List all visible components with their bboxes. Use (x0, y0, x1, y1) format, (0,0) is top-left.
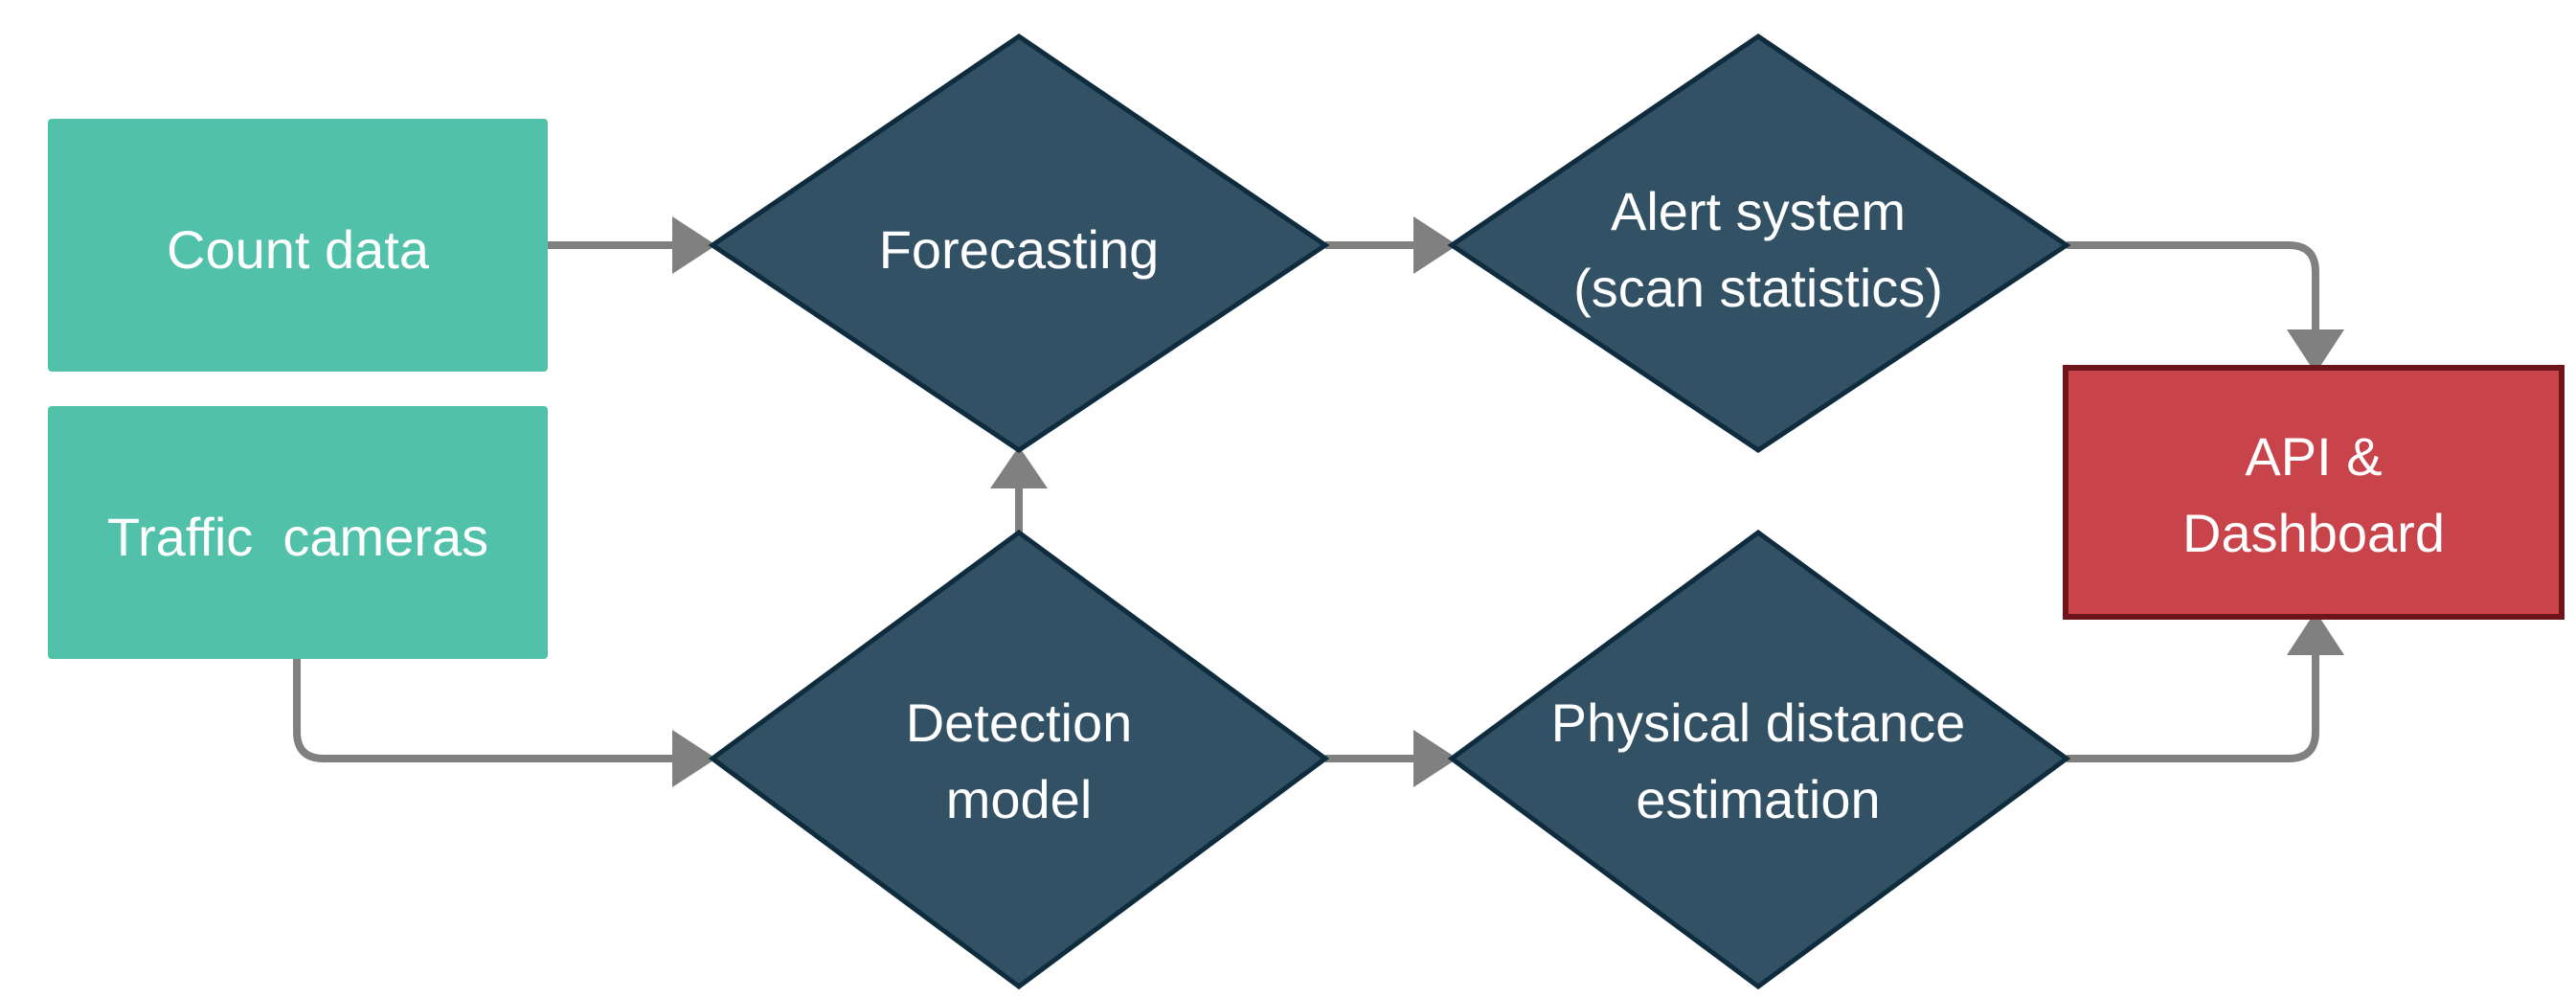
node-api-dashboard: API & Dashboard (2063, 365, 2565, 620)
traffic-cameras-label-line-1: Traffic cameras (107, 507, 488, 567)
alert-system-label-line-1: Alert system (1611, 181, 1906, 241)
edge-alert-to-api (2067, 241, 2319, 329)
arrowhead-alert-left (1413, 216, 1457, 274)
forecasting-label-line-1: Forecasting (879, 219, 1160, 280)
api-dashboard-label-line-1: API & (2245, 426, 2382, 487)
count-data-label: Count data (167, 219, 430, 280)
detection-model-label-line-1: Detection (906, 692, 1133, 753)
arrowhead-detection-left (672, 730, 716, 787)
forecasting-label: Forecasting (879, 219, 1160, 280)
api-dashboard-label-line-2: Dashboard (2182, 503, 2445, 563)
edge-physical-to-api (2067, 651, 2319, 762)
edge-traffic-cameras-to-detection (293, 653, 682, 762)
traffic-cameras-box (48, 406, 548, 659)
count-data-box (48, 119, 548, 372)
alert-system-label-line-2: (scan statistics) (1573, 258, 1943, 318)
detection-model-label-line-2: model (946, 769, 1093, 829)
node-forecasting: Forecasting (708, 33, 1330, 454)
physical-distance-label-line-1: Physical distance (1551, 692, 1966, 753)
arrowhead-api-bottom (2287, 611, 2344, 655)
forecasting-diamond (708, 33, 1330, 454)
alert-system-label: Alert system (scan statistics) (1573, 181, 1943, 318)
alert-system-diamond (1447, 33, 2071, 454)
edges (293, 216, 2344, 787)
physical-distance-label: Physical distance estimation (1551, 692, 1966, 829)
arrowhead-forecasting-bottom (990, 446, 1048, 488)
arrowhead-forecasting-left (672, 216, 716, 274)
arrowhead-physical-left (1413, 730, 1457, 787)
traffic-cameras-label: Traffic cameras (107, 507, 488, 567)
detection-model-label: Detection model (906, 692, 1133, 829)
physical-distance-label-line-2: estimation (1636, 769, 1880, 829)
node-detection-model: Detection model (708, 529, 1330, 990)
arrowhead-api-top (2287, 329, 2344, 374)
node-count-data: Count data (48, 119, 548, 372)
physical-distance-diamond (1447, 529, 2071, 990)
api-dashboard-box (2063, 365, 2565, 620)
node-physical-distance: Physical distance estimation (1447, 529, 2071, 990)
api-dashboard-label: API & Dashboard (2182, 426, 2445, 563)
node-alert-system: Alert system (scan statistics) (1447, 33, 2071, 454)
node-traffic-cameras: Traffic cameras (48, 406, 548, 659)
count-data-label-line-1: Count data (167, 219, 430, 280)
detection-model-diamond (708, 529, 1330, 990)
